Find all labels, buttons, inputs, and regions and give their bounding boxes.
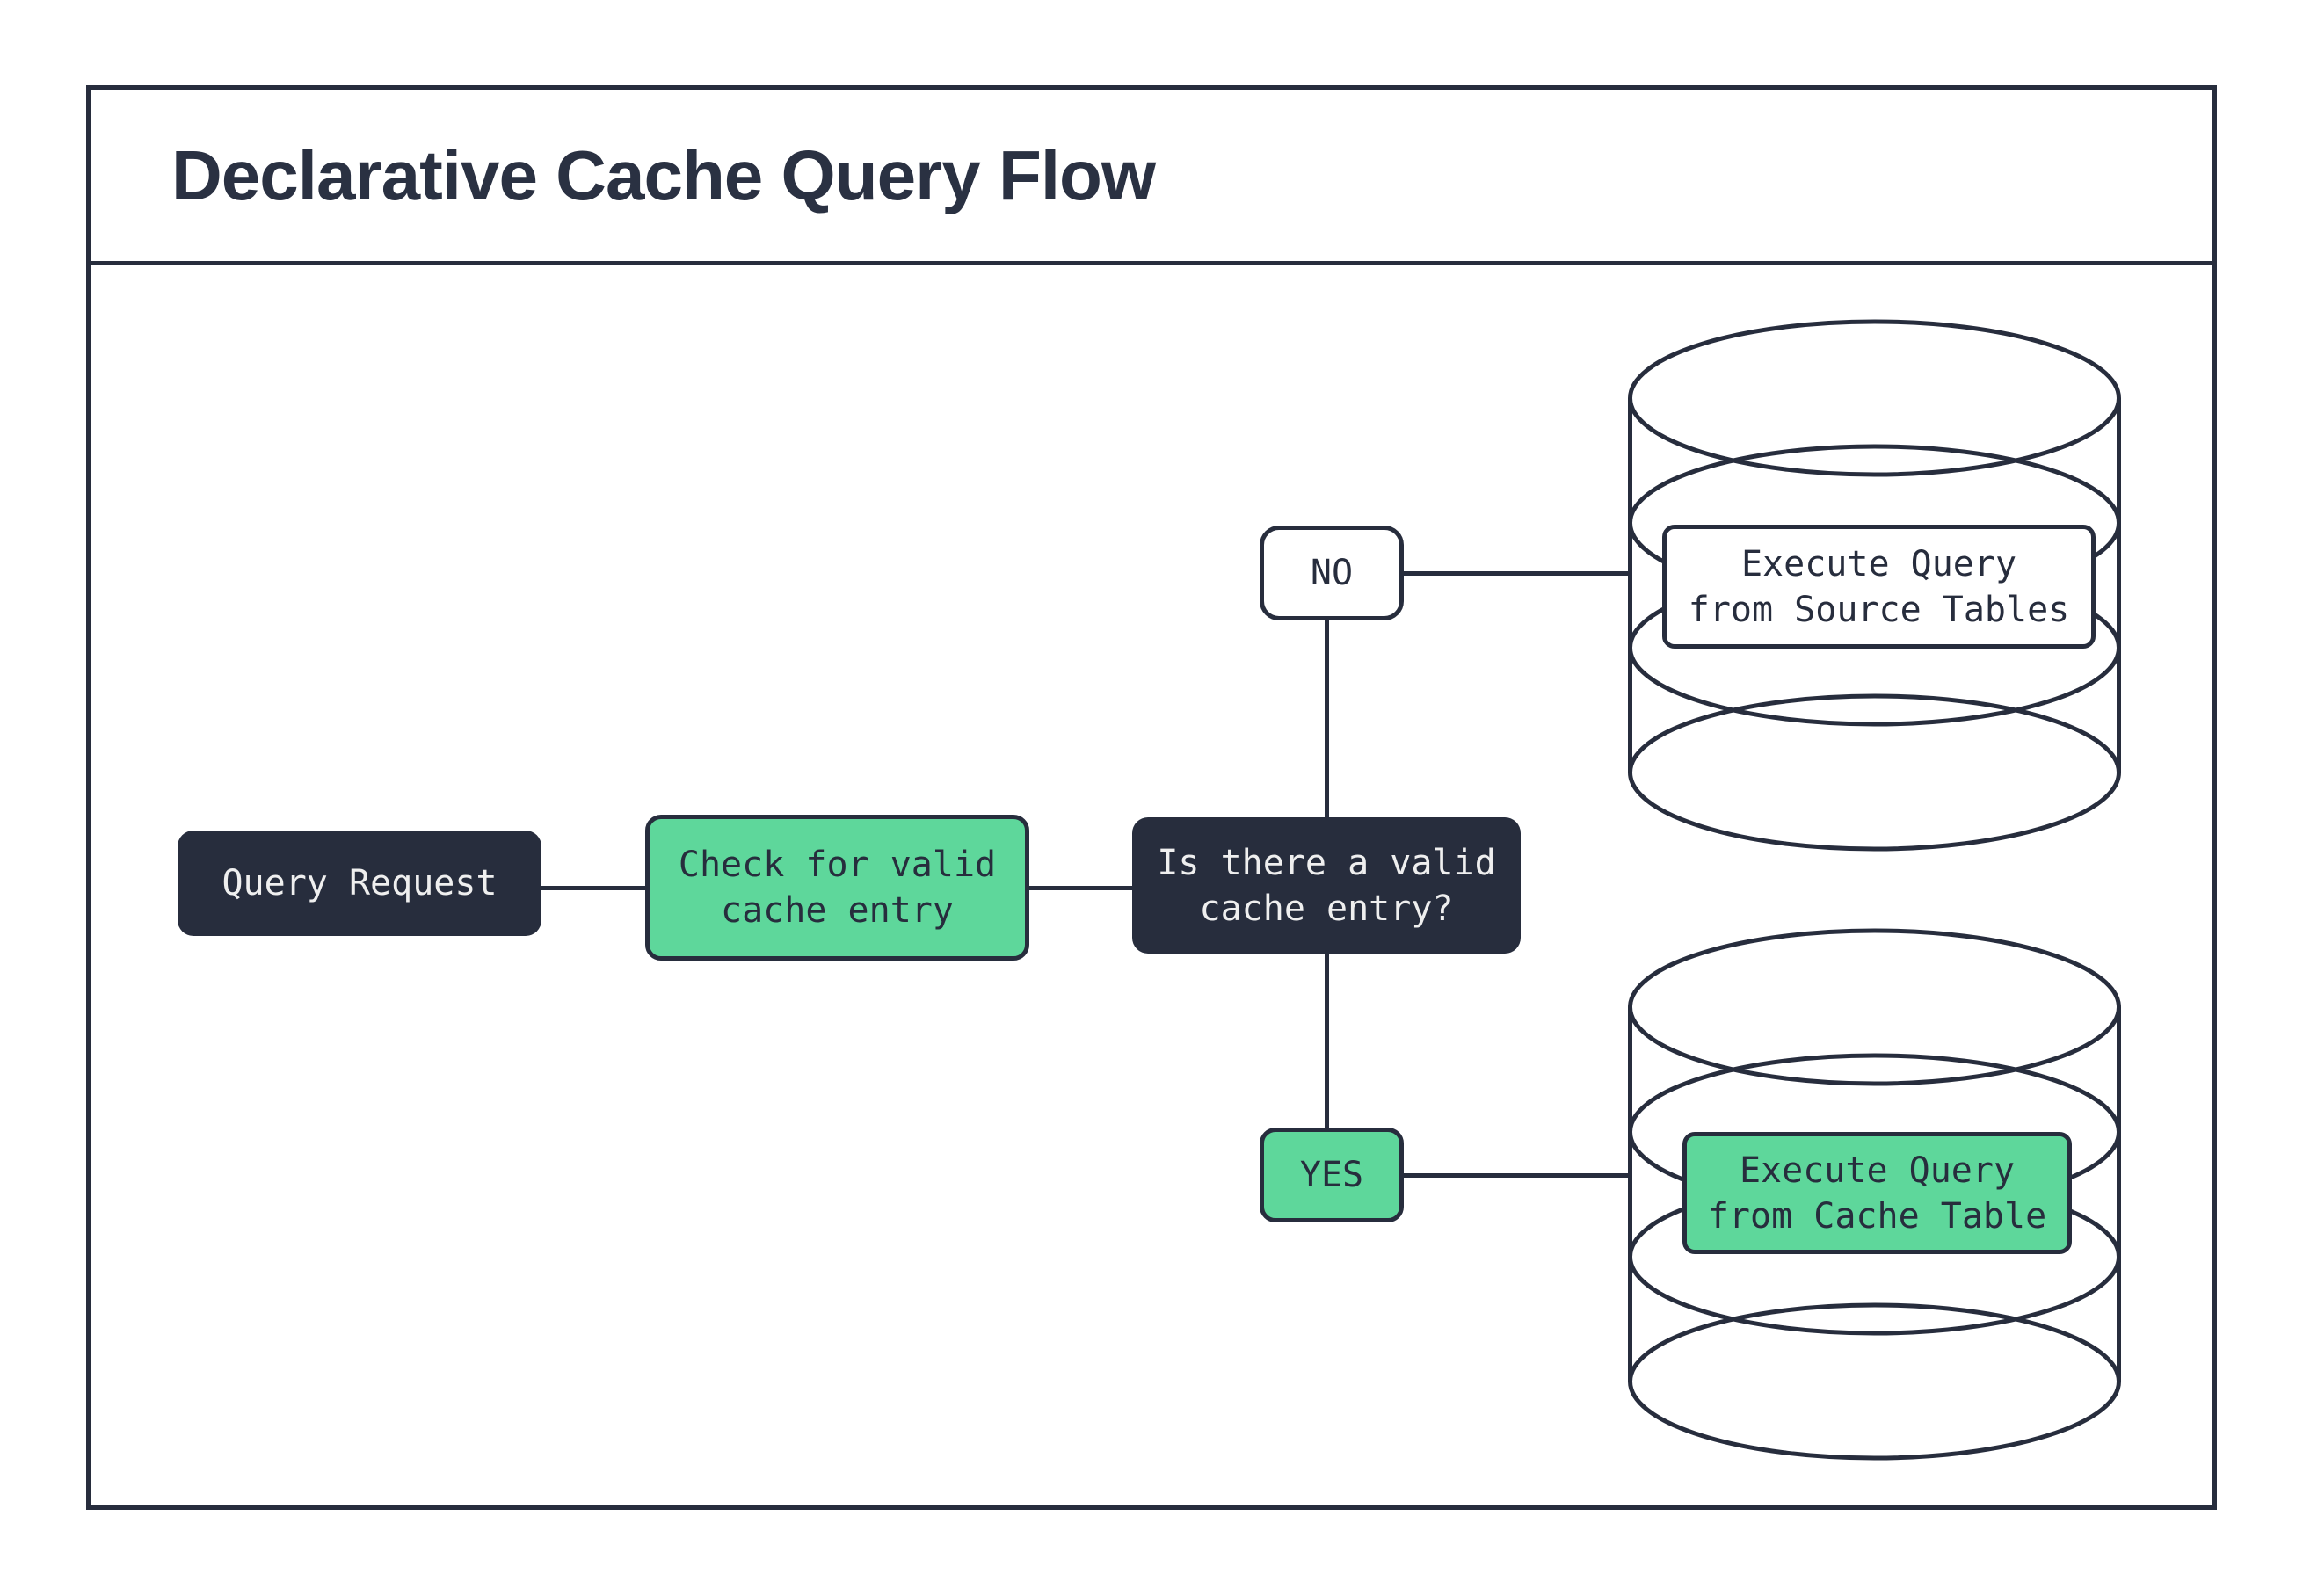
node-decision-valid-cache: Is there a valid cache entry? [1132, 817, 1521, 954]
connector-no-to-source-db [1404, 571, 1631, 576]
page-title: Declarative Cache Query Flow [171, 135, 1156, 214]
node-query-request: Query Request [178, 831, 541, 936]
connector-decision-to-no [1325, 620, 1329, 817]
node-check-cache-entry: Check for valid cache entry [645, 815, 1029, 961]
node-execute-query-cache-table: Execute Query from Cache Table [1682, 1132, 2072, 1254]
node-execute-query-source-tables: Execute Query from Source Tables [1662, 525, 2096, 649]
connector-query-to-check [541, 886, 645, 890]
connector-yes-to-cache-db [1404, 1173, 1631, 1178]
node-yes-branch: YES [1260, 1128, 1404, 1222]
diagram-frame: Declarative Cache Query Flow [86, 85, 2217, 1510]
connector-decision-to-yes [1325, 954, 1329, 1128]
title-bar: Declarative Cache Query Flow [91, 90, 2212, 265]
connector-check-to-decision [1029, 886, 1132, 890]
node-no-branch: NO [1260, 526, 1404, 620]
